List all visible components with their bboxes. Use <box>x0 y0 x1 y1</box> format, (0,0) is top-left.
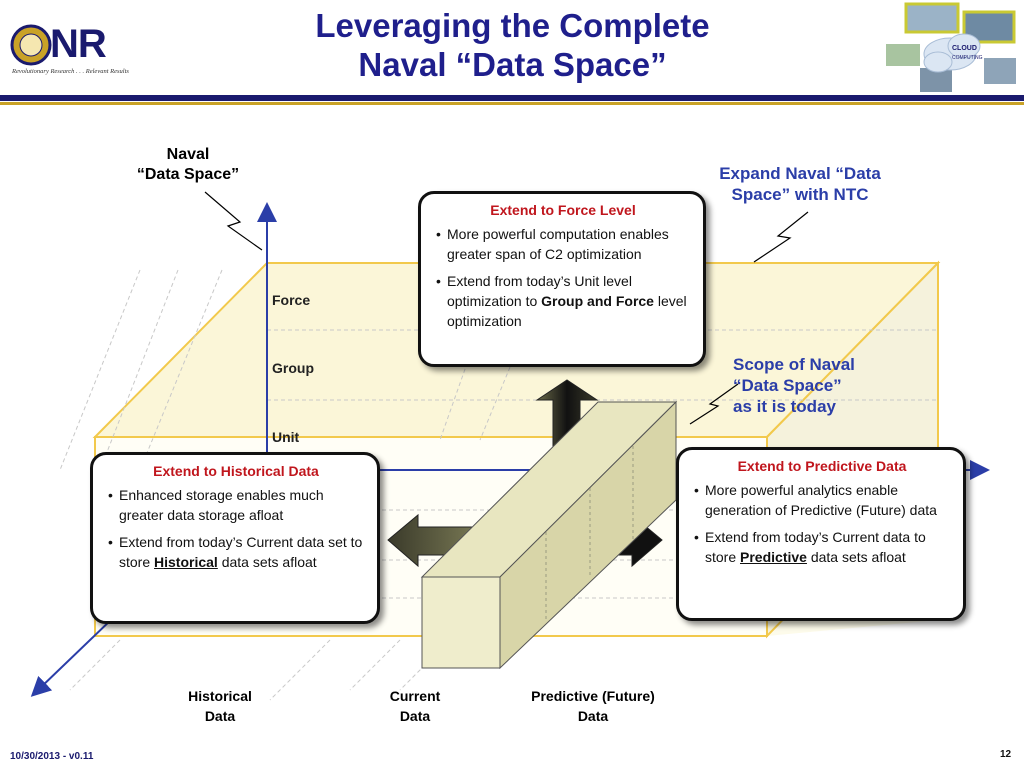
building-photo <box>886 44 920 66</box>
tier-group-label: Group <box>272 360 314 376</box>
callout-title: Extend to Predictive Data <box>737 458 907 474</box>
title-line-1: Leveraging the Complete <box>315 7 710 44</box>
svg-text:COMPUTING: COMPUTING <box>952 55 983 61</box>
callout-bullet: Extend from today’s Current data to stor… <box>694 527 951 567</box>
callout-bullet: More powerful computation enables greate… <box>436 224 691 264</box>
force-level-callout: Extend to Force Level More powerful comp… <box>418 191 706 367</box>
expand-leader <box>753 211 809 263</box>
header-rule-blue <box>0 95 1024 101</box>
aircraft-photo <box>904 2 960 34</box>
title-line-2: Naval “Data Space” <box>358 46 667 83</box>
historical-data-callout: Extend to Historical Data Enhanced stora… <box>90 452 380 624</box>
sub-photo <box>984 58 1016 84</box>
page-title: Leveraging the Complete Naval “Data Spac… <box>240 6 785 84</box>
scope-today-label: Scope of Naval “Data Space” as it is tod… <box>733 355 855 416</box>
callout-title: Extend to Force Level <box>490 202 636 218</box>
navy-seal-icon <box>10 24 52 66</box>
callout-bullet: Extend from today’s Current data set to … <box>108 532 365 572</box>
current-scope-bar <box>420 400 678 670</box>
logo-tagline: Revolutionary Research . . . Relevant Re… <box>12 68 129 75</box>
ship-photos-collage: CLOUD COMPUTING <box>886 2 1016 92</box>
callout-bullet: Extend from today’s Unit level optimizat… <box>436 271 691 331</box>
callout-bullet: Enhanced storage enables much greater da… <box>108 485 365 525</box>
callout-title: Extend to Historical Data <box>153 463 319 479</box>
cloud-icon <box>923 33 981 73</box>
expand-ntc-label: Expand Naval “Data Space” with NTC <box>719 164 881 204</box>
axis-label-predictive: Predictive (Future) Data <box>531 688 655 724</box>
logo-text: NR <box>50 22 107 66</box>
axis-label-current: Current Data <box>389 688 441 724</box>
cloud-label: CLOUD <box>952 45 977 52</box>
predictive-data-callout: Extend to Predictive Data More powerful … <box>676 447 966 621</box>
footer-date-version: 10/30/2013 - v0.11 <box>10 751 94 762</box>
axis-label-historical: Historical Data <box>188 688 252 724</box>
tier-unit-label: Unit <box>272 429 300 445</box>
header-rule-gold <box>0 102 1024 105</box>
naval-space-leader <box>204 191 263 251</box>
page-number: 12 <box>1000 749 1012 760</box>
scope-leader <box>689 383 739 425</box>
tier-force-label: Force <box>272 292 311 308</box>
naval-data-space-label: Naval “Data Space” <box>136 146 240 183</box>
callout-bullet: More powerful analytics enable generatio… <box>694 480 951 520</box>
onr-logo: NR Revolutionary Research . . . Relevant… <box>10 22 130 84</box>
